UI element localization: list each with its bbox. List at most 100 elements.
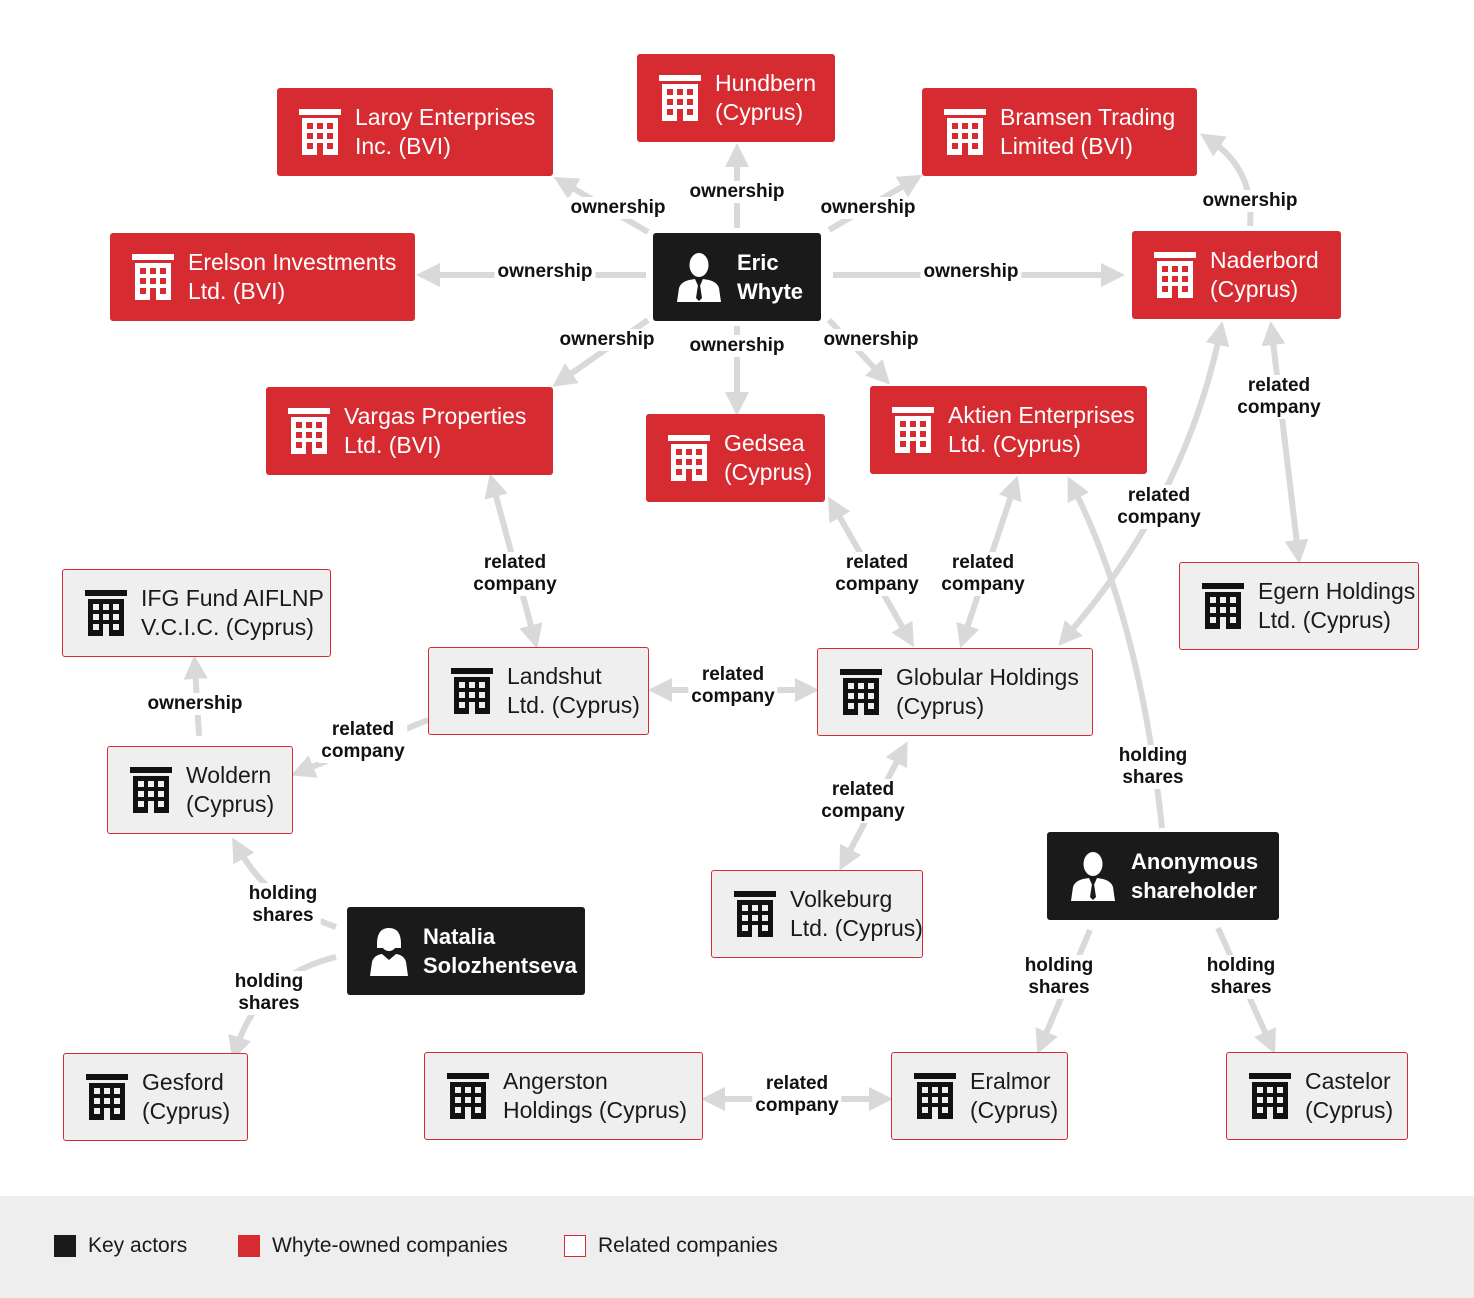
building-icon xyxy=(86,1074,128,1120)
globular-holdings-node: Globular Holdings(Cyprus) xyxy=(817,648,1093,736)
node-label-line: Ltd. (BVI) xyxy=(344,432,442,458)
edge-label-line: ownership xyxy=(820,197,916,218)
edge-label-line: company xyxy=(691,686,775,707)
node-label-line: Gesford xyxy=(142,1069,224,1095)
edge-label-line: company xyxy=(821,801,905,822)
anonymous-shareholder-node: Anonymous shareholder xyxy=(1047,832,1279,920)
edge-label-line: related xyxy=(1247,375,1311,396)
node-label-line: (Cyprus) xyxy=(1210,276,1299,302)
edge-label: ownership xyxy=(920,261,1022,283)
node-label-line: shareholder xyxy=(1131,878,1257,903)
building-icon xyxy=(1202,583,1244,629)
node-label-line: (Cyprus) xyxy=(724,459,813,485)
edge-label: ownership xyxy=(686,181,788,203)
node-label-line: Hundbern xyxy=(715,70,817,96)
node-label-line: Holdings (Cyprus) xyxy=(503,1097,688,1123)
edge-label-line: related xyxy=(845,552,909,573)
edge-label: ownership xyxy=(556,329,658,351)
edge-label: ownership xyxy=(817,197,919,219)
edge-label-line: ownership xyxy=(1202,190,1298,211)
edge-label-line: related xyxy=(331,719,395,740)
node-label-line: Gedsea xyxy=(724,430,805,456)
node-label: Eralmor(Cyprus) xyxy=(970,1067,1058,1125)
edge-label: ownership xyxy=(1199,190,1301,212)
legend-whyte-owned: Whyte-owned companies xyxy=(238,1234,508,1258)
edge-label-line: shares xyxy=(1122,767,1184,788)
ifg-fund-node: IFG Fund AIFLNP V.C.I.C. (Cyprus) xyxy=(62,569,331,657)
legend-related: Related companies xyxy=(564,1234,778,1258)
node-label-line: (Cyprus) xyxy=(896,693,985,719)
edge-label-line: related xyxy=(701,664,765,685)
edge-label-line: shares xyxy=(1210,977,1272,998)
node-label-line: Erelson Investments xyxy=(188,249,397,275)
edge-label-line: ownership xyxy=(559,329,655,350)
legend-swatch-red xyxy=(238,1235,260,1257)
node-label-line: IFG Fund AIFLNP xyxy=(141,585,324,611)
man-icon xyxy=(1071,852,1115,901)
node-label-line: Natalia xyxy=(423,924,496,949)
edge-label-line: company xyxy=(755,1095,839,1116)
woman-icon xyxy=(370,928,408,976)
edge-label: ownership xyxy=(820,329,922,351)
building-icon xyxy=(299,109,341,155)
edge-label-line: holding xyxy=(1206,955,1276,976)
edge-label-line: related xyxy=(765,1073,829,1094)
building-icon xyxy=(892,407,934,453)
building-icon xyxy=(944,109,986,155)
man-icon xyxy=(677,253,721,302)
node-label-line: Anonymous xyxy=(1131,849,1259,874)
node-label-line: (Cyprus) xyxy=(142,1098,231,1124)
node-label-line: Aktien Enterprises xyxy=(948,402,1135,428)
node-label-line: Eric xyxy=(737,250,779,275)
building-icon xyxy=(447,1073,489,1119)
edge-label-line: ownership xyxy=(497,261,593,282)
edge-label-line: company xyxy=(473,574,557,595)
naderbord-node: Naderbord(Cyprus) xyxy=(1132,231,1341,319)
node-label-line: Angerston xyxy=(503,1068,608,1094)
node-label-line: (Cyprus) xyxy=(715,99,804,125)
building-icon xyxy=(1154,252,1196,298)
edge-label: ownership xyxy=(567,197,669,219)
building-icon xyxy=(451,668,493,714)
node-label-line: Ltd. (Cyprus) xyxy=(948,431,1081,457)
node-label: IFG Fund AIFLNP V.C.I.C. (Cyprus) xyxy=(141,584,324,642)
edge-label-line: ownership xyxy=(923,261,1019,282)
legend-related-label: Related companies xyxy=(598,1234,778,1257)
edge-label-line: company xyxy=(1237,397,1321,418)
node-label-line: Volkeburg xyxy=(790,886,893,912)
edge-label-line: company xyxy=(941,574,1025,595)
building-icon xyxy=(288,408,330,454)
gedsea-node: Gedsea (Cyprus) xyxy=(646,414,825,502)
legend: Key actors Whyte-owned companies Related… xyxy=(0,1196,1474,1298)
building-icon xyxy=(1249,1073,1291,1119)
building-icon xyxy=(840,669,882,715)
node-label: Globular Holdings(Cyprus) xyxy=(896,663,1079,721)
hundbern-node: Hundbern (Cyprus) xyxy=(637,54,835,142)
node-label-line: V.C.I.C. (Cyprus) xyxy=(141,614,314,640)
edge-label: ownership xyxy=(686,335,788,357)
edge-label-line: company xyxy=(1117,507,1201,528)
node-label-line: (Cyprus) xyxy=(1305,1097,1394,1123)
node-label-line: Ltd. (Cyprus) xyxy=(790,915,923,941)
edge-label-line: ownership xyxy=(147,693,243,714)
castelor-node: Castelor(Cyprus) xyxy=(1226,1052,1408,1140)
